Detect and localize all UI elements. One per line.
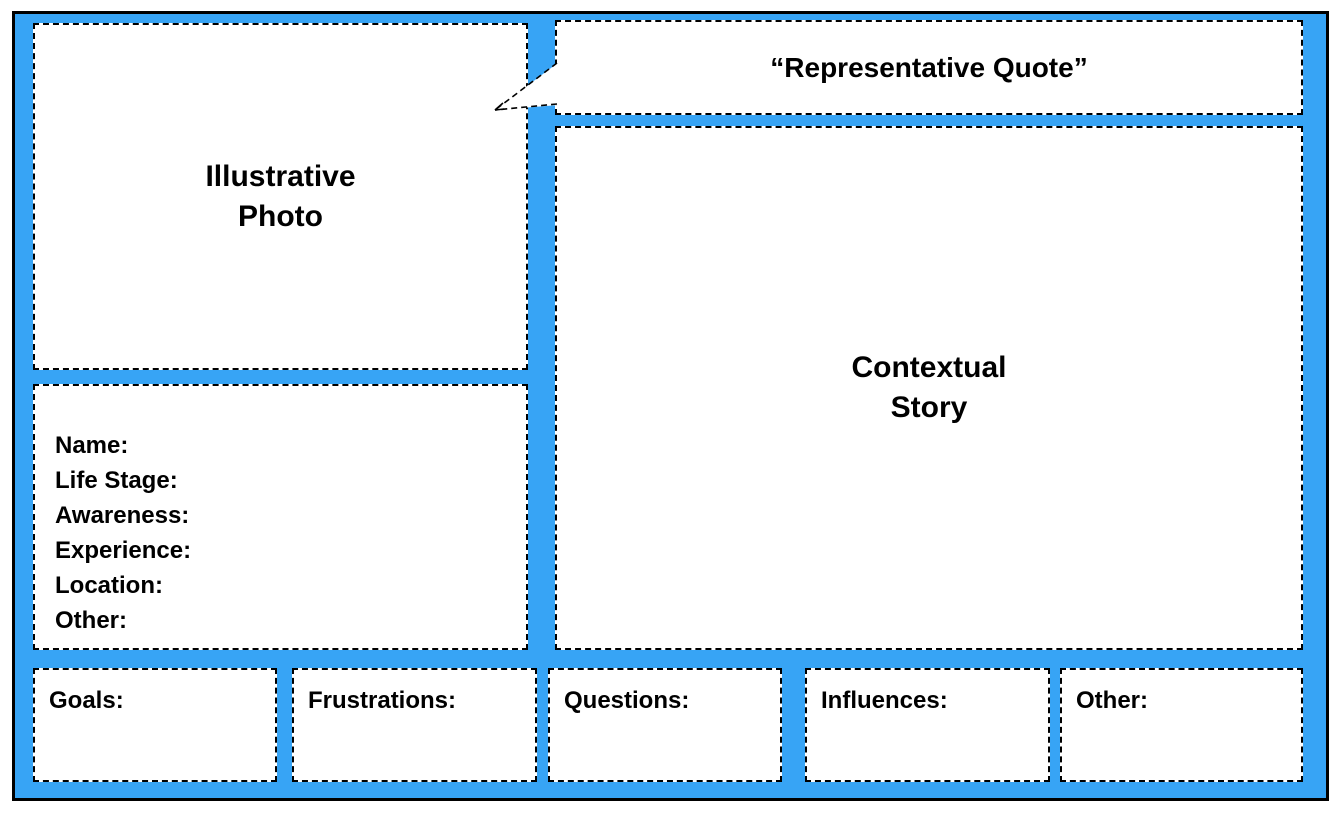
goals-label: Goals:	[49, 687, 124, 714]
frustrations-label: Frustrations:	[308, 687, 457, 714]
goals-box: Goals:	[33, 668, 277, 782]
attributes-box: Name: Life Stage: Awareness: Experience:…	[33, 384, 528, 650]
other-label: Other:	[1076, 687, 1148, 714]
illustrative-photo-label: Illustrative Photo	[205, 159, 356, 233]
questions-label: Questions:	[564, 687, 690, 714]
other-box: Other:	[1060, 668, 1303, 782]
contextual-story-label: Contextual Story	[851, 351, 1007, 424]
influences-label: Influences:	[821, 687, 948, 714]
attribute-field-life-stage: Life Stage:	[55, 467, 178, 494]
attribute-field-experience: Experience:	[55, 537, 192, 564]
influences-box: Influences:	[805, 668, 1050, 782]
representative-quote-label: “Representative Quote”	[770, 51, 1088, 83]
frustrations-box: Frustrations:	[292, 668, 537, 782]
attribute-field-awareness: Awareness:	[55, 502, 190, 529]
illustrative-photo-box: Illustrative Photo	[33, 23, 528, 370]
representative-quote-box: “Representative Quote”	[555, 20, 1303, 115]
attribute-field-other: Other:	[55, 607, 127, 634]
attribute-field-name: Name:	[55, 432, 129, 459]
contextual-story-box: Contextual Story	[555, 126, 1303, 650]
attribute-field-location: Location:	[55, 572, 163, 599]
questions-box: Questions:	[548, 668, 782, 782]
attributes-list: Name: Life Stage: Awareness: Experience:…	[35, 386, 526, 638]
